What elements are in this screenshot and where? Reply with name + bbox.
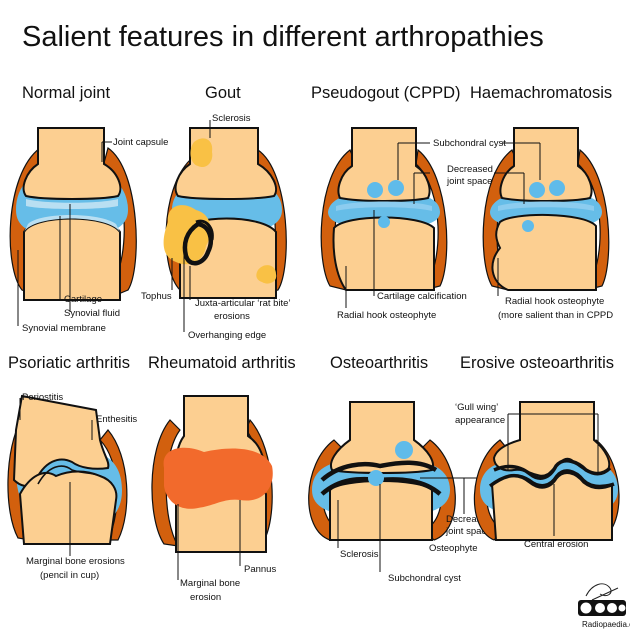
label-enthesitis: Enthesitis — [96, 414, 137, 425]
panel-cppd: Pseudogout (CPPD) Cartilage calcificatio… — [311, 84, 467, 321]
label-tophus: Tophus — [141, 291, 172, 302]
label-periostitis: Periostitis — [22, 392, 63, 403]
label-sclerosis-gout: Sclerosis — [212, 113, 251, 124]
panel-gout: Gout Sclerosis Tophus Juxta-articular ‘r… — [141, 84, 291, 341]
haemo-upper-bone — [499, 127, 593, 202]
subchondral-cyst-2 — [388, 180, 404, 196]
radiopaedia-footer: Radiopaedia.org — [578, 583, 630, 629]
haemo-calcification — [498, 201, 594, 211]
footer-brand: Radiopaedia.org — [582, 620, 630, 629]
label-rat-bite-1: Juxta-articular ‘rat bite’ — [195, 298, 291, 309]
tophus-lower-right — [256, 265, 277, 284]
sa-icon — [618, 604, 626, 612]
oa-lower-bone — [329, 480, 433, 541]
panel-osteoarthritis: Osteoarthritis Sclerosis Subchondral cys… — [308, 354, 520, 584]
haemo-lower-bone — [491, 213, 597, 291]
cppd-synovial-fluid — [328, 192, 440, 227]
label-synovial-membrane: Synovial membrane — [22, 323, 106, 334]
label-rat-bite-2: erosions — [214, 311, 250, 322]
label-gull-wing-1: ‘Gull wing’ — [455, 402, 498, 413]
panel-rheumatoid: Rheumatoid arthritis Pannus Marginal bon… — [148, 354, 296, 603]
panel-erosive-oa: Erosive osteoarthritis ‘Gull wing’ appea… — [455, 354, 620, 550]
label-joint-capsule: Joint capsule — [113, 137, 168, 148]
panel-normal-joint: Normal joint Joint capsule Cartilage Syn… — [9, 84, 168, 334]
main-title: Salient features in different arthropath… — [22, 21, 544, 53]
lower-bone — [23, 217, 121, 301]
label-radial-hook-haemo-1: Radial hook osteophyte — [505, 296, 604, 307]
label-oa-cyst: Subchondral cyst — [388, 573, 461, 584]
label-gull-wing-2: appearance — [455, 415, 505, 426]
label-pannus: Pannus — [244, 564, 276, 575]
gull-wing-lower — [488, 470, 615, 490]
panel-title-psoriatic: Psoriatic arthritis — [8, 354, 130, 372]
subchondral-cyst-1 — [367, 182, 383, 198]
oa-cyst-1 — [395, 441, 413, 459]
label-radial-hook-cppd: Radial hook osteophyte — [337, 310, 436, 321]
psa-lower-bone — [18, 470, 118, 545]
label-osteophyte: Osteophyte — [429, 543, 478, 554]
label-synovial-fluid: Synovial fluid — [64, 308, 120, 319]
oa-sclerosis-upper — [320, 460, 438, 482]
label-marginal-psa-2: (pencil in cup) — [40, 570, 99, 581]
panel-title-cppd: Pseudogout (CPPD) — [311, 84, 461, 102]
haemo-cyst-3 — [522, 220, 534, 232]
cppd-lower-bone — [332, 216, 435, 291]
cartilage-lower — [24, 215, 120, 232]
cartilage-upper — [26, 199, 118, 209]
label-decreased-1: Decreased — [447, 164, 493, 175]
cc-icon — [580, 602, 592, 614]
gull-wing-upper — [493, 459, 612, 480]
panel-title-oa: Osteoarthritis — [330, 354, 428, 372]
tophus-small — [190, 138, 213, 168]
by-icon — [595, 603, 605, 613]
pencil-in-cup-outline — [37, 465, 101, 485]
panel-title-gout: Gout — [205, 84, 241, 102]
subchondral-cyst-3 — [378, 216, 390, 228]
label-overhanging-edge: Overhanging edge — [188, 330, 266, 341]
oa-cyst-2 — [368, 470, 384, 486]
label-subchondral-cyst-shared: Subchondral cyst — [433, 138, 506, 149]
haemo-cyst-1 — [529, 182, 545, 198]
pannus — [163, 447, 273, 509]
upper-bone — [22, 127, 122, 200]
panel-title-normal: Normal joint — [22, 84, 110, 102]
label-oa-sclerosis: Sclerosis — [340, 549, 379, 560]
panel-title-haemo: Haemachromatosis — [470, 84, 612, 102]
label-marginal-ra-1: Marginal bone — [180, 578, 240, 589]
nc-icon — [607, 603, 617, 613]
psa-capsule-right — [99, 429, 128, 541]
label-cartilage: Cartilage — [64, 294, 102, 305]
label-oa-decreased-2: joint space — [445, 526, 491, 537]
shared-labels-oa-erosive: Decreased joint space — [445, 514, 492, 537]
eoa-upper-bone — [492, 401, 611, 477]
cartilage-calcification — [336, 201, 432, 211]
label-oa-decreased-1: Decreased — [446, 514, 492, 525]
rat-bite-erosion — [182, 221, 213, 266]
label-marginal-ra-2: erosion — [190, 592, 221, 603]
label-decreased-2: joint space — [446, 176, 492, 187]
label-calcification: Cartilage calcification — [377, 291, 467, 302]
panel-psoriatic: Psoriatic arthritis Periostitis Enthesit… — [7, 354, 137, 581]
haemo-cyst-2 — [549, 180, 565, 196]
shared-labels-cppd-haemo: Subchondral cyst Decreased joint space — [433, 138, 506, 187]
panel-haemachromatosis: Haemachromatosis Radial hook osteophyte … — [470, 84, 613, 321]
panel-title-rheumatoid: Rheumatoid arthritis — [148, 354, 296, 372]
label-radial-hook-haemo-2: (more salient than in CPPD — [498, 310, 613, 321]
signature-mark — [585, 583, 619, 601]
label-central-erosion: Central erosion — [524, 539, 588, 550]
overhanging-edge — [195, 219, 214, 241]
label-marginal-psa-1: Marginal bone erosions — [26, 556, 125, 567]
cppd-upper-bone — [337, 127, 431, 202]
panel-title-erosive: Erosive osteoarthritis — [460, 354, 614, 372]
